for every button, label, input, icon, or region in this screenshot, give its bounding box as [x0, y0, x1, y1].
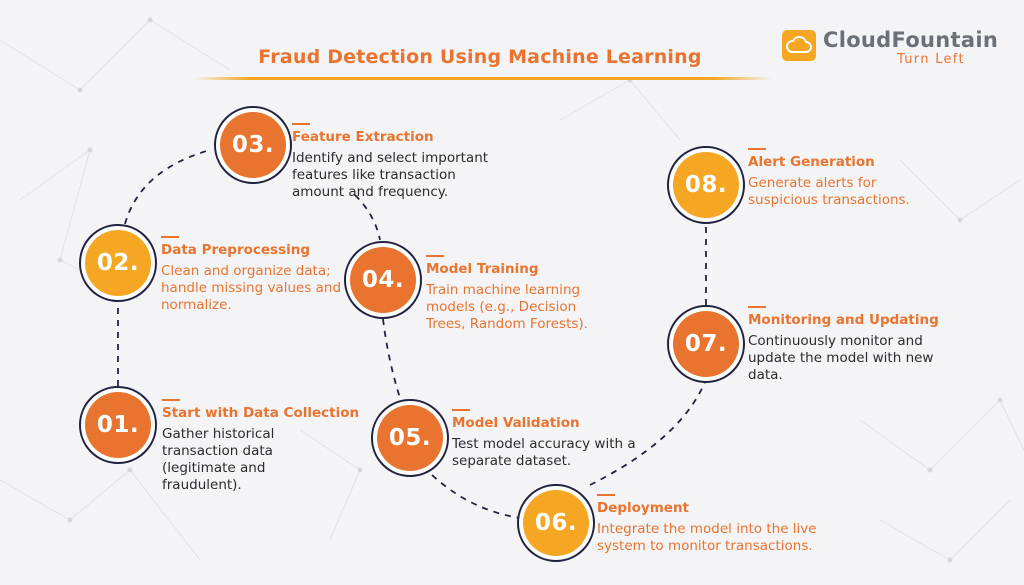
step-title: Data Preprocessing: [161, 242, 311, 258]
connector-06-07: [589, 381, 706, 486]
step-04-badge: 04.: [344, 241, 422, 319]
step-07-badge: 07.: [667, 305, 745, 383]
connector-02-03: [124, 149, 211, 225]
step-description: Identify and select important features l…: [292, 150, 489, 200]
step-description: Continuously monitor and update the mode…: [748, 333, 934, 383]
heading-dash: [426, 255, 444, 257]
connector-05-06: [431, 474, 521, 519]
connector-04-05: [382, 318, 401, 399]
step-title: Monitoring and Updating: [748, 312, 939, 328]
step-description: Gather historical transaction data (legi…: [162, 426, 275, 493]
step-title: Alert Generation: [748, 154, 875, 170]
brand-tagline: Turn Left: [897, 52, 965, 67]
brand-logo: CloudFountain Turn Left: [782, 28, 1012, 72]
step-08-badge: 08.: [667, 146, 745, 224]
step-number: 07.: [673, 311, 739, 377]
brand-name: CloudFountain: [823, 28, 999, 52]
step-number: 01.: [85, 392, 151, 458]
step-03-badge: 03.: [214, 106, 292, 184]
title-underline: [192, 77, 772, 80]
heading-dash: [292, 123, 310, 125]
step-number: 03.: [220, 112, 286, 178]
step-06-badge: 06.: [517, 484, 595, 562]
step-description: Train machine learning models (e.g., Dec…: [426, 282, 588, 332]
heading-dash: [748, 306, 766, 308]
cloud-icon: [782, 30, 816, 61]
step-05-badge: 05.: [371, 399, 449, 477]
step-description: Test model accuracy with a separate data…: [452, 436, 636, 469]
heading-dash: [162, 399, 180, 401]
step-description: Integrate the model into the live system…: [597, 521, 817, 554]
step-02-badge: 02.: [79, 224, 157, 302]
heading-dash: [597, 494, 615, 496]
page-title: Fraud Detection Using Machine Learning: [258, 46, 702, 68]
step-title: Model Training: [426, 261, 539, 277]
step-title: Start with Data Collection: [162, 405, 360, 421]
step-title: Feature Extraction: [292, 129, 434, 145]
step-number: 05.: [377, 405, 443, 471]
step-title: Model Validation: [452, 415, 580, 431]
heading-dash: [748, 148, 766, 150]
heading-dash: [161, 236, 179, 238]
step-number: 06.: [523, 490, 589, 556]
step-description: Generate alerts for suspicious transacti…: [748, 175, 910, 208]
connector-03-04: [354, 194, 381, 241]
step-01-badge: 01.: [79, 386, 157, 464]
step-number: 04.: [350, 247, 416, 313]
step-description: Clean and organize data; handle missing …: [161, 263, 342, 313]
step-number: 02.: [85, 230, 151, 296]
step-number: 08.: [673, 152, 739, 218]
step-title: Deployment: [597, 500, 690, 516]
heading-dash: [452, 409, 470, 411]
